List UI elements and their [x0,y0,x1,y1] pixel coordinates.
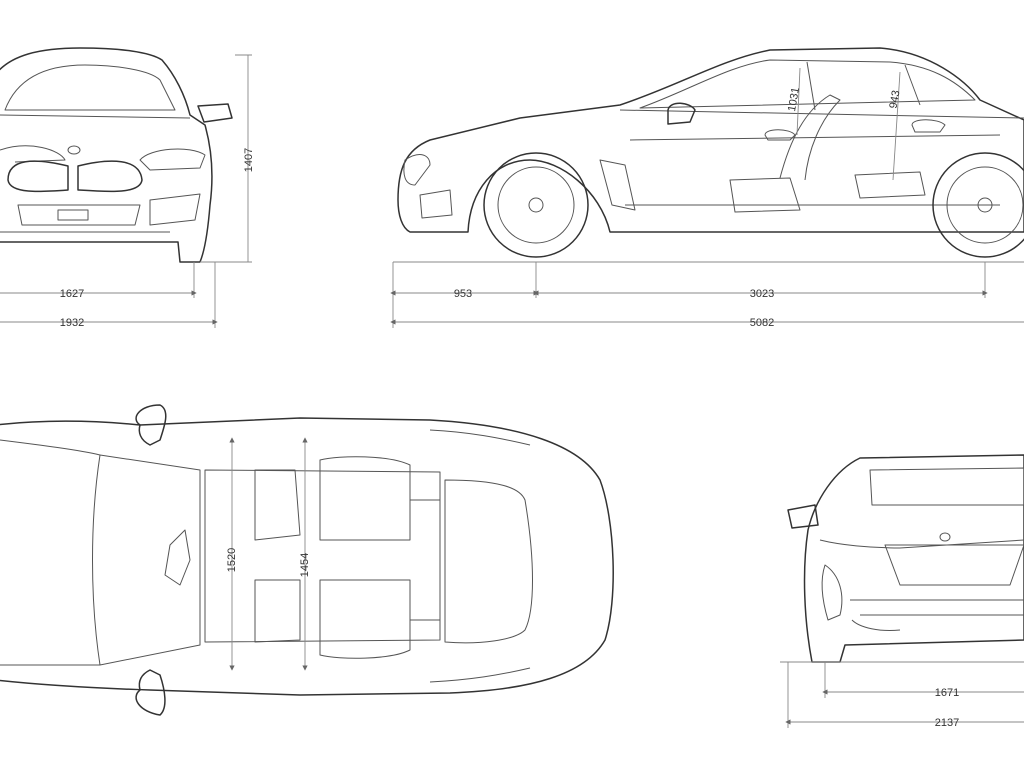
side-headroom-front-label: 1031 [786,86,802,112]
top-shoulder-rear-label: 1454 [299,553,311,577]
front-dimensions: 1407 1627 1932 [0,54,255,329]
rear-view [787,454,1024,663]
side-length-label: 5082 [750,317,774,329]
rear-dimensions: 1671 2137 [780,661,1024,729]
side-wheelbase-label: 3023 [750,288,774,300]
front-view [0,47,233,263]
front-track-label: 1627 [60,288,84,300]
top-view [0,404,614,716]
side-overhang-label: 953 [454,288,472,300]
front-height-label: 1407 [243,148,255,172]
top-shoulder-front-label: 1520 [226,548,238,572]
side-view [397,47,1024,258]
front-width-label: 1932 [60,317,84,329]
top-dimensions: 1520 1454 [226,437,311,671]
rear-track-label: 1671 [935,687,959,699]
rear-width-label: 2137 [935,717,959,729]
side-dimensions: 1031 943 953 3023 5082 [390,67,1024,329]
side-headroom-rear-label: 943 [888,89,903,109]
